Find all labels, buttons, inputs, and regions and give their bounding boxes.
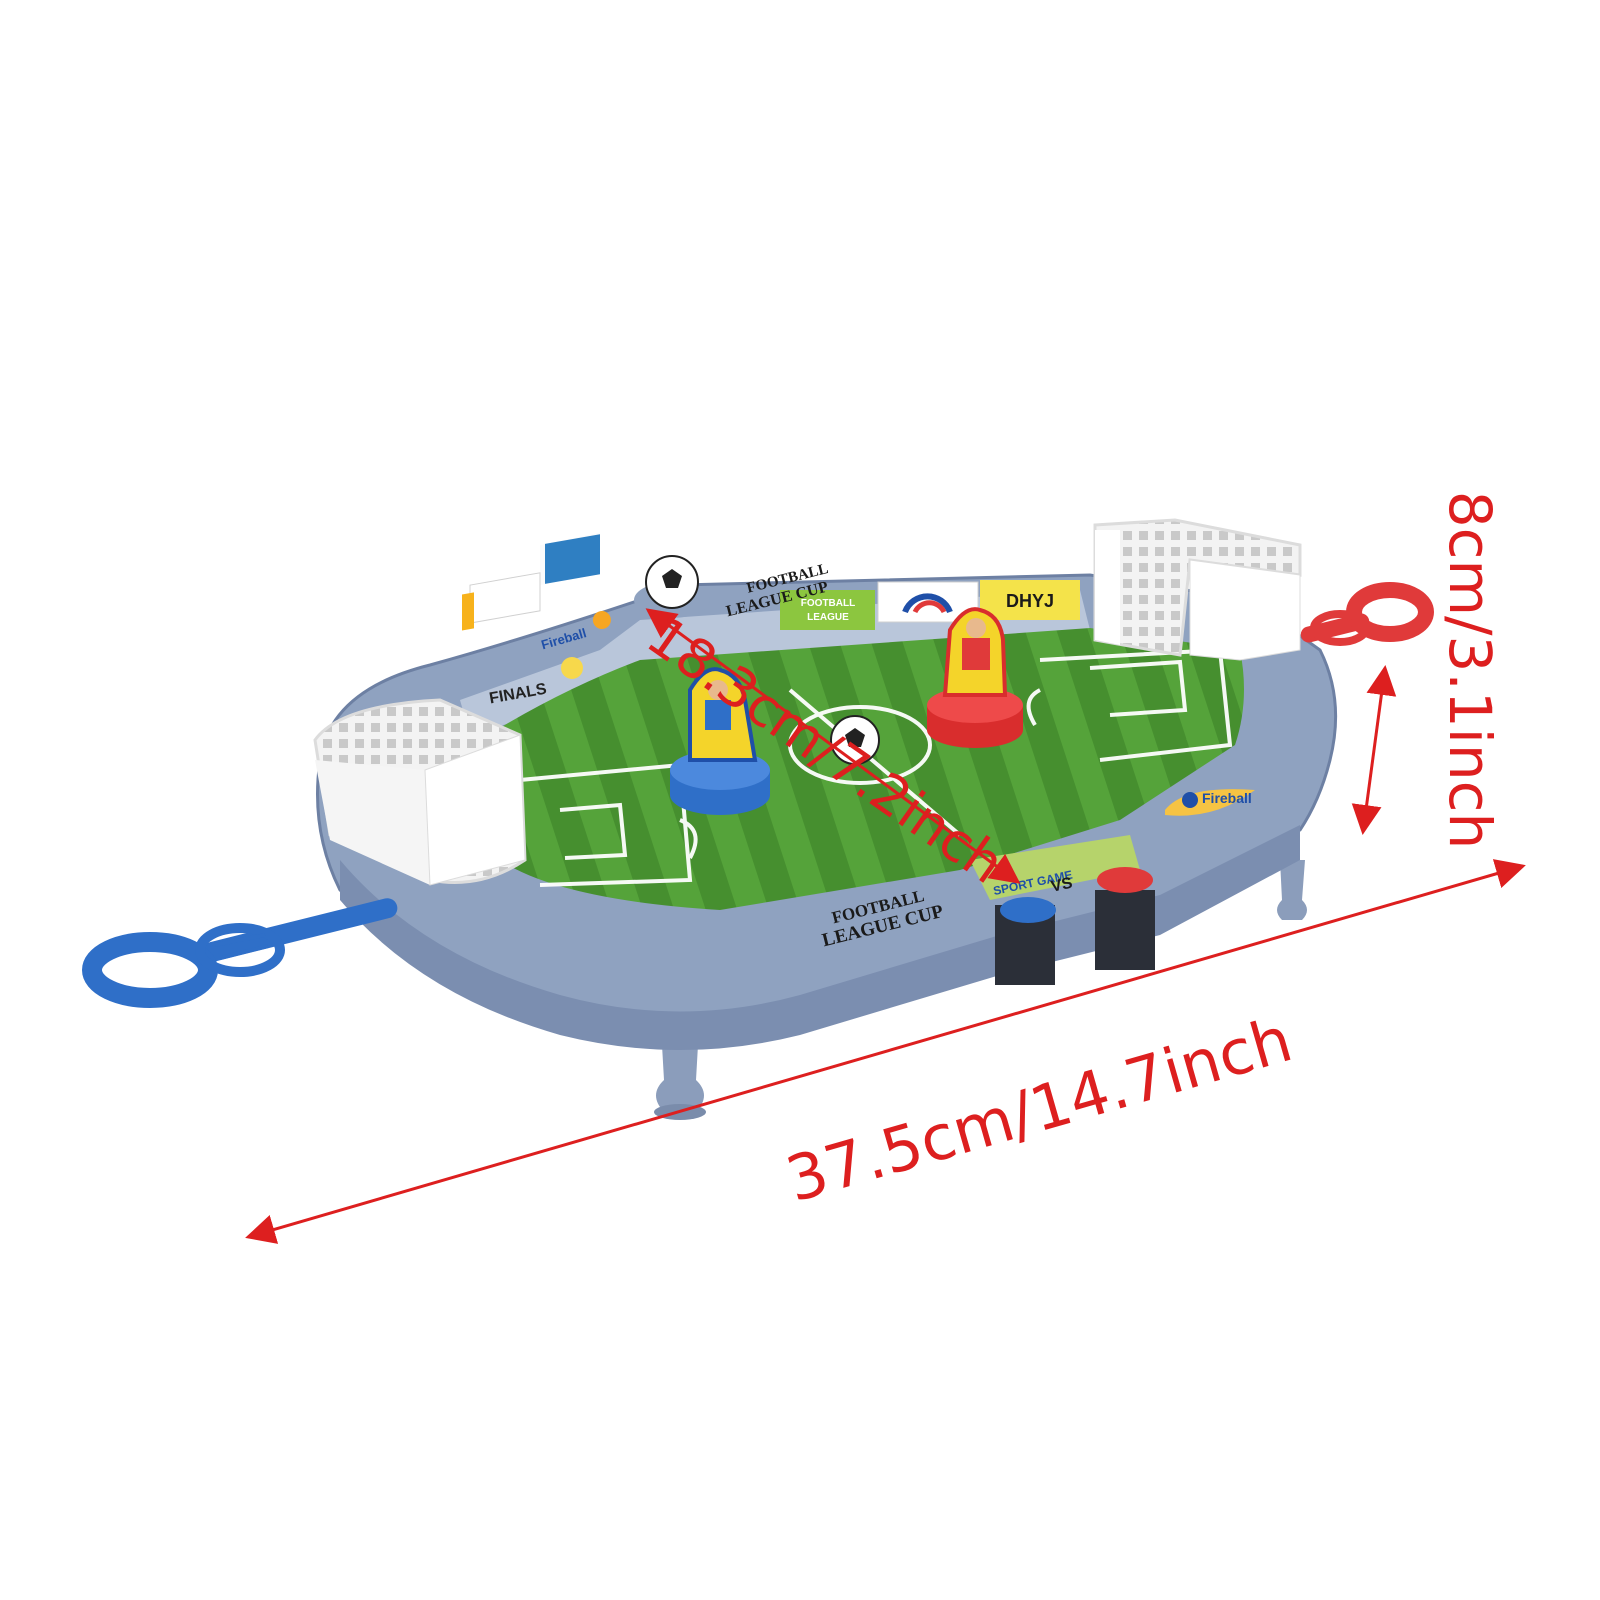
- goal-right: [1093, 518, 1302, 661]
- red-score-dial[interactable]: [1097, 867, 1153, 893]
- banner-a: [545, 534, 600, 679]
- banner-football-league-line1: FOOTBALL: [801, 598, 855, 609]
- fireball-logo-right: Fireball: [1165, 789, 1255, 816]
- height-label: 8cm/3.1inch: [1436, 491, 1504, 850]
- banner-dhyj-text: DHYJ: [1006, 591, 1054, 611]
- goal-left: [313, 698, 527, 886]
- red-handle[interactable]: [1299, 582, 1434, 646]
- height-arrow: [1351, 665, 1397, 835]
- width-arrow: [645, 608, 1021, 884]
- banner-dhyj: DHYJ: [980, 580, 1080, 620]
- banner-football-league-line2: LEAGUE: [807, 612, 849, 623]
- blue-score-dial[interactable]: [1000, 897, 1056, 923]
- length-label: 37.5cm/14.7inch: [778, 1002, 1299, 1216]
- blue-handle[interactable]: [82, 896, 399, 1008]
- fireball-right-text: Fireball: [1202, 790, 1252, 806]
- length-arrow: [245, 859, 1526, 1244]
